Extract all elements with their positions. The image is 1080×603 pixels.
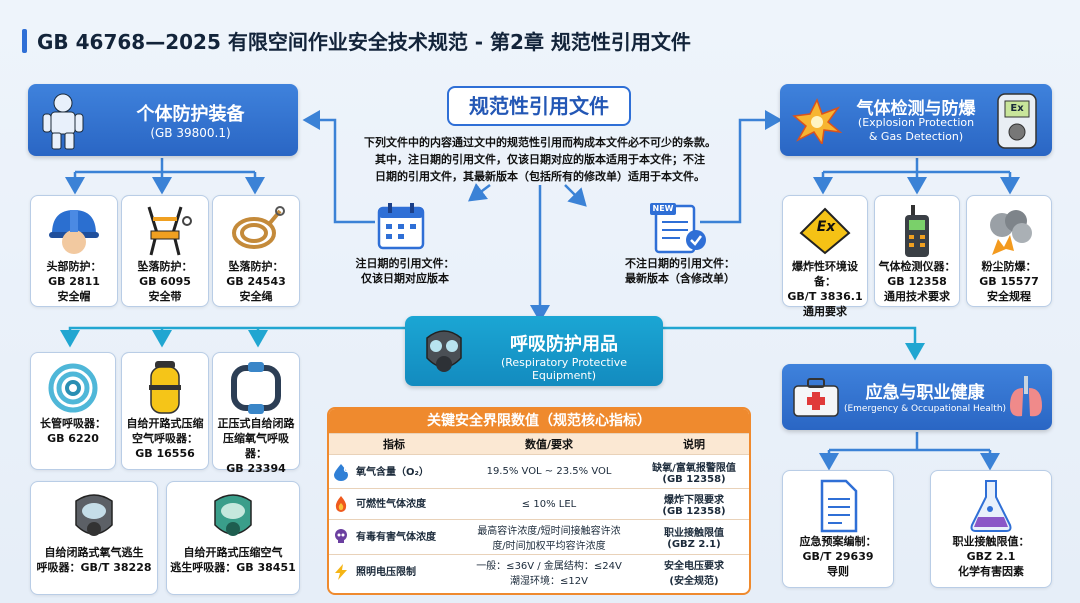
resp-item-closed-circuit: 正压式自给闭路 压缩氧气呼吸器： GB 23394 <box>212 352 300 475</box>
respiratory-subtitle: (Respiratory Protective Equipment) <box>500 356 628 382</box>
personal-item-safety-rope: 坠落防护： GB 24543 安全绳 <box>212 195 300 307</box>
flask-icon <box>970 480 1012 532</box>
first-aid-kit-icon <box>793 378 839 417</box>
oxygen-icon-label: O₂ <box>343 466 353 474</box>
resp-item-escape-air: 自给开路式压缩空气 逃生呼吸器：GB 38451 <box>166 481 300 595</box>
emergency-header: 应急与职业健康 (Emergency & Occupational Health… <box>782 364 1052 430</box>
resp-item-scba: 自给开路式压缩 空气呼吸器： GB 16556 <box>121 352 209 470</box>
hose-icon <box>48 363 98 413</box>
gas-mask-icon <box>426 330 462 372</box>
personal-protection-code: (GB 39800.1) <box>150 126 231 140</box>
oxygen-icon <box>334 463 348 481</box>
table-header: 数值/要求 <box>459 433 639 455</box>
personal-protection-header: 个体防护装备 (GB 39800.1) <box>28 84 298 156</box>
resp-item-escape-oxygen: 自给闭路式氧气逃生 呼吸器：GB/T 38228 <box>30 481 158 595</box>
personal-item-text: 坠落防护： GB 6095 安全带 <box>137 260 193 303</box>
gas-item-text: 气体检测仪器： GB 12358 通用技术要求 <box>878 260 956 303</box>
row-note: 爆炸下限要求 (GB 12358) <box>639 488 749 520</box>
gas-item-text: 粉尘防爆： GB 15577 安全规程 <box>979 260 1039 303</box>
document-icon <box>820 479 858 533</box>
center-title: 规范性引用文件 <box>447 86 631 126</box>
resp-item-text: 自给开路式压缩空气 逃生呼吸器：GB 38451 <box>170 546 296 574</box>
closed-circuit-icon <box>231 362 281 414</box>
resp-item-hose: 长管呼吸器： GB 6220 <box>30 352 116 470</box>
gas-detection-subtitle: (Explosion Protection & Gas Detection) <box>857 116 975 144</box>
new-badge: NEW <box>652 204 674 213</box>
key-values-table: 指标 数值/要求 说明 氧气含量（O₂） 19.5% VOL ~ 23.5% V… <box>329 433 749 589</box>
title-accent-bar <box>22 28 27 53</box>
table-row: 氧气含量（O₂） 19.5% VOL ~ 23.5% VOL 缺氧/富氧报警限值… <box>329 454 749 489</box>
key-values-title: 关键安全界限数值（规范核心指标） <box>329 409 749 433</box>
page-title: GB 46768—2025 有限空间作业安全技术规范 - 第2章 规范性引用文件 <box>22 26 691 55</box>
gas-detector-label: Ex <box>1010 103 1024 114</box>
gas-detection-title: 气体检测与防爆 <box>856 99 976 119</box>
resp-item-text: 长管呼吸器： GB 6220 <box>40 417 106 445</box>
row-value: 一般：≤36V / 金属结构：≤24V 潮湿环境：≤12V <box>459 554 639 589</box>
ex-icon <box>799 207 851 255</box>
emergency-subtitle: (Emergency & Occupational Health) <box>843 404 1007 414</box>
personal-item-text: 头部防护： GB 2811 安全帽 <box>46 260 102 303</box>
explosion-icon <box>792 98 842 144</box>
resp-item-text: 自给开路式压缩 空气呼吸器： GB 16556 <box>126 417 204 460</box>
row-note: 缺氧/富氧报警限值 (GB 12358) <box>639 454 749 489</box>
personal-item-text: 坠落防护： GB 24543 安全绳 <box>226 260 286 303</box>
gas-detection-header: 气体检测与防爆 (Explosion Protection & Gas Dete… <box>780 84 1052 156</box>
emergency-item-text: 职业接触限值： GBZ 2.1 化学有害因素 <box>952 535 1030 578</box>
resp-item-text: 正压式自给闭路 压缩氧气呼吸器： GB 23394 <box>217 417 295 475</box>
center-description: 下列文件中的内容通过文中的规范性引用而构成本文件必不可少的条款。 其中，注日期的… <box>364 136 716 184</box>
table-row: 可燃性气体浓度 ≤ 10% LEL 爆炸下限要求 (GB 12358) <box>329 488 749 520</box>
emergency-item-text: 应急预案编制： GB/T 29639 导则 <box>799 535 877 578</box>
scba-icon <box>149 361 181 414</box>
gas-item-detector: 气体检测仪器： GB 12358 通用技术要求 <box>874 195 960 307</box>
respiratory-title: 呼吸防护用品 <box>510 334 618 355</box>
detector-icon <box>905 205 929 257</box>
row-name: 氧气含量（O₂） <box>356 466 429 478</box>
emergency-title: 应急与职业健康 <box>865 383 985 403</box>
lightning-icon <box>335 564 347 580</box>
skull-icon <box>335 529 347 543</box>
calendar-icon <box>377 203 425 250</box>
escape-mask-icon <box>75 494 113 536</box>
personal-item-safety-belt: 坠落防护： GB 6095 安全带 <box>121 195 209 307</box>
gas-item-dust-explosion: 粉尘防爆： GB 15577 安全规程 <box>966 195 1052 307</box>
protective-suit-icon <box>42 93 84 150</box>
dated-reference-text: 注日期的引用文件： 仅该日期对应版本 <box>355 257 455 286</box>
page-title-text: GB 46768—2025 有限空间作业安全技术规范 - 第2章 规范性引用文件 <box>37 30 691 54</box>
ex-icon-label: Ex <box>816 219 836 235</box>
row-name: 照明电压限制 <box>356 567 416 578</box>
harness-icon <box>147 206 192 256</box>
gas-detector-device-icon <box>997 93 1037 149</box>
rope-icon <box>232 206 285 249</box>
personal-item-helmet: 头部防护： GB 2811 安全帽 <box>30 195 118 307</box>
row-value: 19.5% VOL ~ 23.5% VOL <box>459 454 639 489</box>
table-header-row: 指标 数值/要求 说明 <box>329 433 749 455</box>
row-name: 有毒有害气体浓度 <box>356 532 436 543</box>
flame-icon <box>335 496 347 512</box>
row-note: 安全电压要求 (安全规范) <box>639 554 749 589</box>
escape-mask-green-icon <box>214 494 252 536</box>
dust-explosion-icon <box>990 210 1032 255</box>
emergency-item-exposure-limit: 职业接触限值： GBZ 2.1 化学有害因素 <box>930 470 1052 588</box>
gas-item-explosive-equipment: Ex 爆炸性环境设备： GB/T 3836.1 通用要求 <box>782 195 868 318</box>
helmet-icon <box>49 210 99 254</box>
lungs-icon <box>1010 376 1042 417</box>
personal-protection-title: 个体防护装备 <box>136 104 245 125</box>
table-header: 说明 <box>639 433 749 455</box>
emergency-item-plan: 应急预案编制： GB/T 29639 导则 <box>782 470 894 588</box>
row-name: 可燃性气体浓度 <box>356 499 426 510</box>
updated-document-icon <box>650 203 706 254</box>
row-note: 职业接触限值 (GBZ 2.1) <box>639 519 749 555</box>
gas-item-text: 爆炸性环境设备： GB/T 3836.1 通用要求 <box>787 260 863 318</box>
resp-item-text: 自给闭路式氧气逃生 呼吸器：GB/T 38228 <box>36 546 152 574</box>
table-row: 照明电压限制 一般：≤36V / 金属结构：≤24V 潮湿环境：≤12V 安全电… <box>329 554 749 589</box>
row-value: ≤ 10% LEL <box>459 488 639 520</box>
respiratory-header: 呼吸防护用品 (Respiratory Protective Equipment… <box>405 316 663 386</box>
table-row: 有毒有害气体浓度 最高容许浓度/短时间接触容许浓 度/时间加权平均容许浓度 职业… <box>329 519 749 555</box>
row-value: 最高容许浓度/短时间接触容许浓 度/时间加权平均容许浓度 <box>459 519 639 555</box>
table-header: 指标 <box>329 433 459 455</box>
key-values-panel: 关键安全界限数值（规范核心指标） 指标 数值/要求 说明 氧气含量（O₂） 19… <box>327 407 751 595</box>
undated-reference-text: 不注日期的引用文件： 最新版本（含修改单） <box>625 257 735 286</box>
